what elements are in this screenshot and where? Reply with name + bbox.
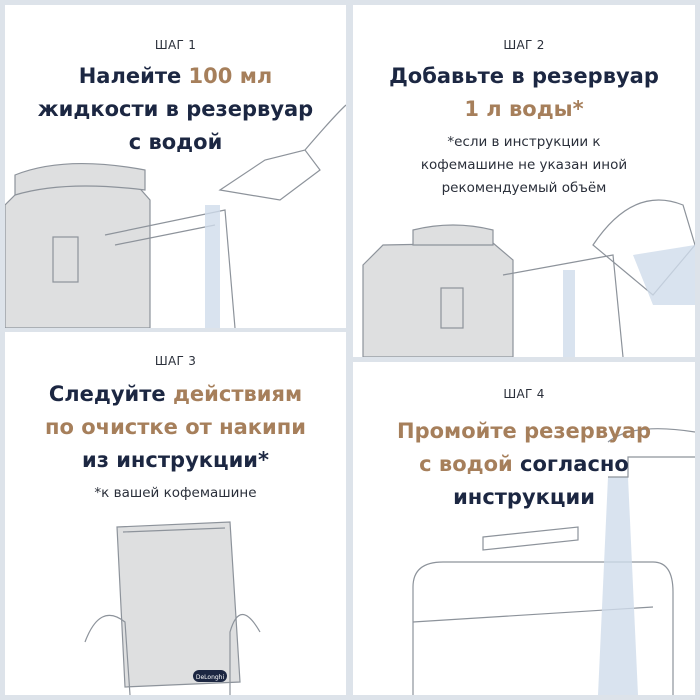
note-line: кофемашине не указан иной [420,157,628,173]
step-title: Промойте резервуар с водой согласно инст… [353,415,695,514]
machine-pouring-illustration [5,104,346,328]
title-text: инструкции [453,485,595,509]
step-2-panel: ШАГ 2 Добавьте в резервуар 1 л воды* *ес… [353,5,695,357]
step-label: ШАГ 2 [503,38,545,52]
delonghi-logo [193,670,227,682]
step-4-panel: ШАГ 4 Промойте резервуар с водой согласн… [353,362,695,695]
title-text: жидкости в резервуар [37,97,314,121]
manual-booklet-illustration: DeLonghi [84,521,261,695]
step-title: Налейте 100 мл жидкости в резервуар с во… [5,60,346,159]
note-line: рекомендуемый объём [441,180,607,196]
step-label: ШАГ 1 [154,38,197,52]
step-note: *к вашей кофемашине [94,485,257,501]
title-text: с водой [128,130,223,154]
step-note: *если в инструкции к кофемашине не указа… [353,131,695,200]
step-label: ШАГ 3 [154,354,197,368]
title-accent: по очистке от накипи [44,415,306,439]
rinse-tank-illustration [412,428,695,695]
svg-text:DeLonghi: DeLonghi [196,674,225,681]
title-accent: 1 л воды* [464,97,584,121]
title-text: Следуйте [48,382,173,406]
title-accent: с водой [419,452,513,476]
title-text: Налейте [78,64,189,88]
step-title: Добавьте в резервуар 1 л воды* [353,60,695,126]
title-text: Добавьте в резервуар [389,64,659,88]
title-accent: Промойте резервуар [397,419,651,443]
title-text: из инструкции* [81,448,270,472]
machine-jug-illustration [362,199,695,357]
step-1-panel: ШАГ 1 Налейте 100 мл жидкости в резервуа… [5,5,346,328]
title-accent: действиям [172,382,303,406]
note-line: *если в инструкции к [447,134,601,150]
step-title: Следуйте действиям по очистке от накипи … [5,378,346,477]
step-label: ШАГ 4 [503,387,545,401]
title-text: согласно [512,452,629,476]
title-accent: 100 мл [188,64,273,88]
step-3-panel: DeLonghi ШАГ 3 Следуйте действиям по очи… [5,332,346,695]
